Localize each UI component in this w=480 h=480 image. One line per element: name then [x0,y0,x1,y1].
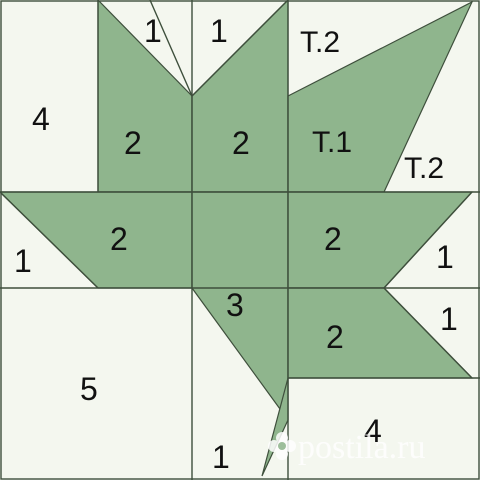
label-mid-right-leaf-2: 2 [324,221,342,257]
label-right-t2: T.2 [404,152,444,185]
label-right-upper-1: 1 [436,239,454,275]
diagonal-left [0,191,99,289]
diagonal-right-lower [383,287,473,379]
label-right-lower-1: 1 [440,301,458,337]
watermark-text: postila.ru [298,429,425,466]
label-left-4: 4 [32,101,50,137]
label-lower-right-leaf-2: 2 [326,319,344,355]
label-upper-right-t1: T.1 [312,126,352,159]
label-bottom-right-4: 4 [364,413,382,449]
diagonal-right-upper [383,191,473,289]
label-top-mid-1: 1 [210,13,228,49]
label-upper-left-leaf-2: 2 [124,125,142,161]
label-bottom-1: 1 [212,439,230,475]
label-left-1: 1 [14,243,32,279]
label-stem-3: 3 [226,287,244,323]
label-mid-left-leaf-2: 2 [110,221,128,257]
label-lower-left-5: 5 [80,371,98,407]
flower-icon [268,432,296,460]
watermark: postila.ru [268,429,425,466]
label-upper-mid-leaf-2: 2 [232,125,250,161]
label-top-right-t2: T.2 [300,26,340,59]
diagonal-top-mid [191,0,289,97]
diagonal-top-left [149,0,193,97]
label-top-left-1: 1 [144,13,162,49]
